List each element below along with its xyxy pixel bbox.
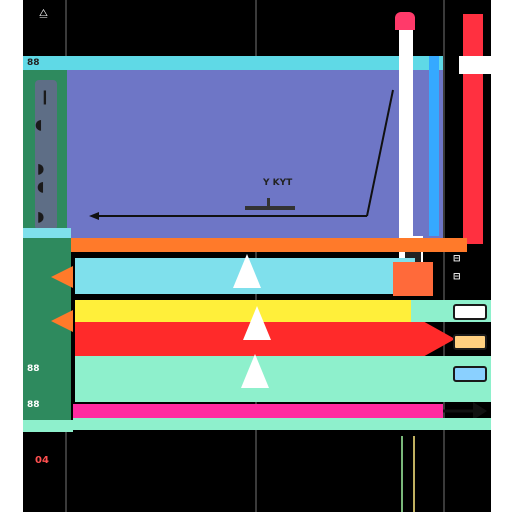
left-control-strip: ❙ ◖ ◗ ◖ ◗	[23, 70, 67, 230]
knob-track	[35, 80, 57, 230]
left-knob-icon[interactable]: ◗	[37, 161, 45, 177]
droplet-icon[interactable]	[243, 306, 271, 340]
left-lower-strip: 88 88	[23, 230, 73, 430]
arrow-left-icon[interactable]	[51, 310, 73, 332]
droplet-icon[interactable]	[233, 254, 261, 288]
left-bottom-cap	[23, 420, 73, 432]
pipe-red	[463, 14, 483, 244]
grid-line	[443, 0, 445, 512]
right-label-1: ⊟	[453, 254, 461, 264]
left-knob-icon[interactable]: ◗	[37, 209, 45, 225]
marker-text: Y KYT	[263, 178, 293, 188]
left-knob-icon[interactable]: ◖	[35, 117, 43, 133]
right-label-2: ⊟	[453, 272, 461, 282]
pipe-cap	[395, 12, 415, 30]
screen-area: ⧋ 88 ❙ ◖ ◗ ◖ ◗ Y KYT 88 88	[23, 0, 491, 512]
bottom-line	[401, 436, 403, 512]
chip-icon[interactable]	[453, 304, 487, 320]
pipe-white	[399, 18, 413, 258]
chip-icon[interactable]	[453, 366, 487, 382]
pipe-blue	[429, 56, 439, 236]
arrow-right-icon[interactable]	[443, 400, 489, 422]
left-label-row3: 88	[27, 364, 40, 374]
orange-block	[393, 262, 433, 296]
connector-lines	[89, 89, 394, 220]
main-panel: Y KYT	[67, 70, 443, 238]
chip-icon[interactable]	[453, 334, 487, 350]
left-knob-icon[interactable]: ◖	[37, 179, 45, 195]
header-code: 88	[27, 58, 40, 68]
mint-band	[75, 356, 491, 402]
header-bar: 88	[23, 56, 443, 70]
pipe-red-cap	[459, 56, 491, 74]
orange-band	[67, 238, 467, 252]
bottom-line	[413, 436, 415, 512]
left-top-cap	[23, 228, 71, 238]
status-text: 04	[35, 455, 49, 466]
pink-band	[73, 404, 443, 418]
left-knob-icon[interactable]: ❙	[39, 89, 51, 105]
menu-icon[interactable]: ⧋	[39, 8, 48, 19]
bottom-mint-strip	[73, 418, 491, 430]
left-label-row4: 88	[27, 400, 40, 410]
arrow-left-icon[interactable]	[51, 266, 73, 288]
droplet-icon[interactable]	[241, 354, 269, 388]
